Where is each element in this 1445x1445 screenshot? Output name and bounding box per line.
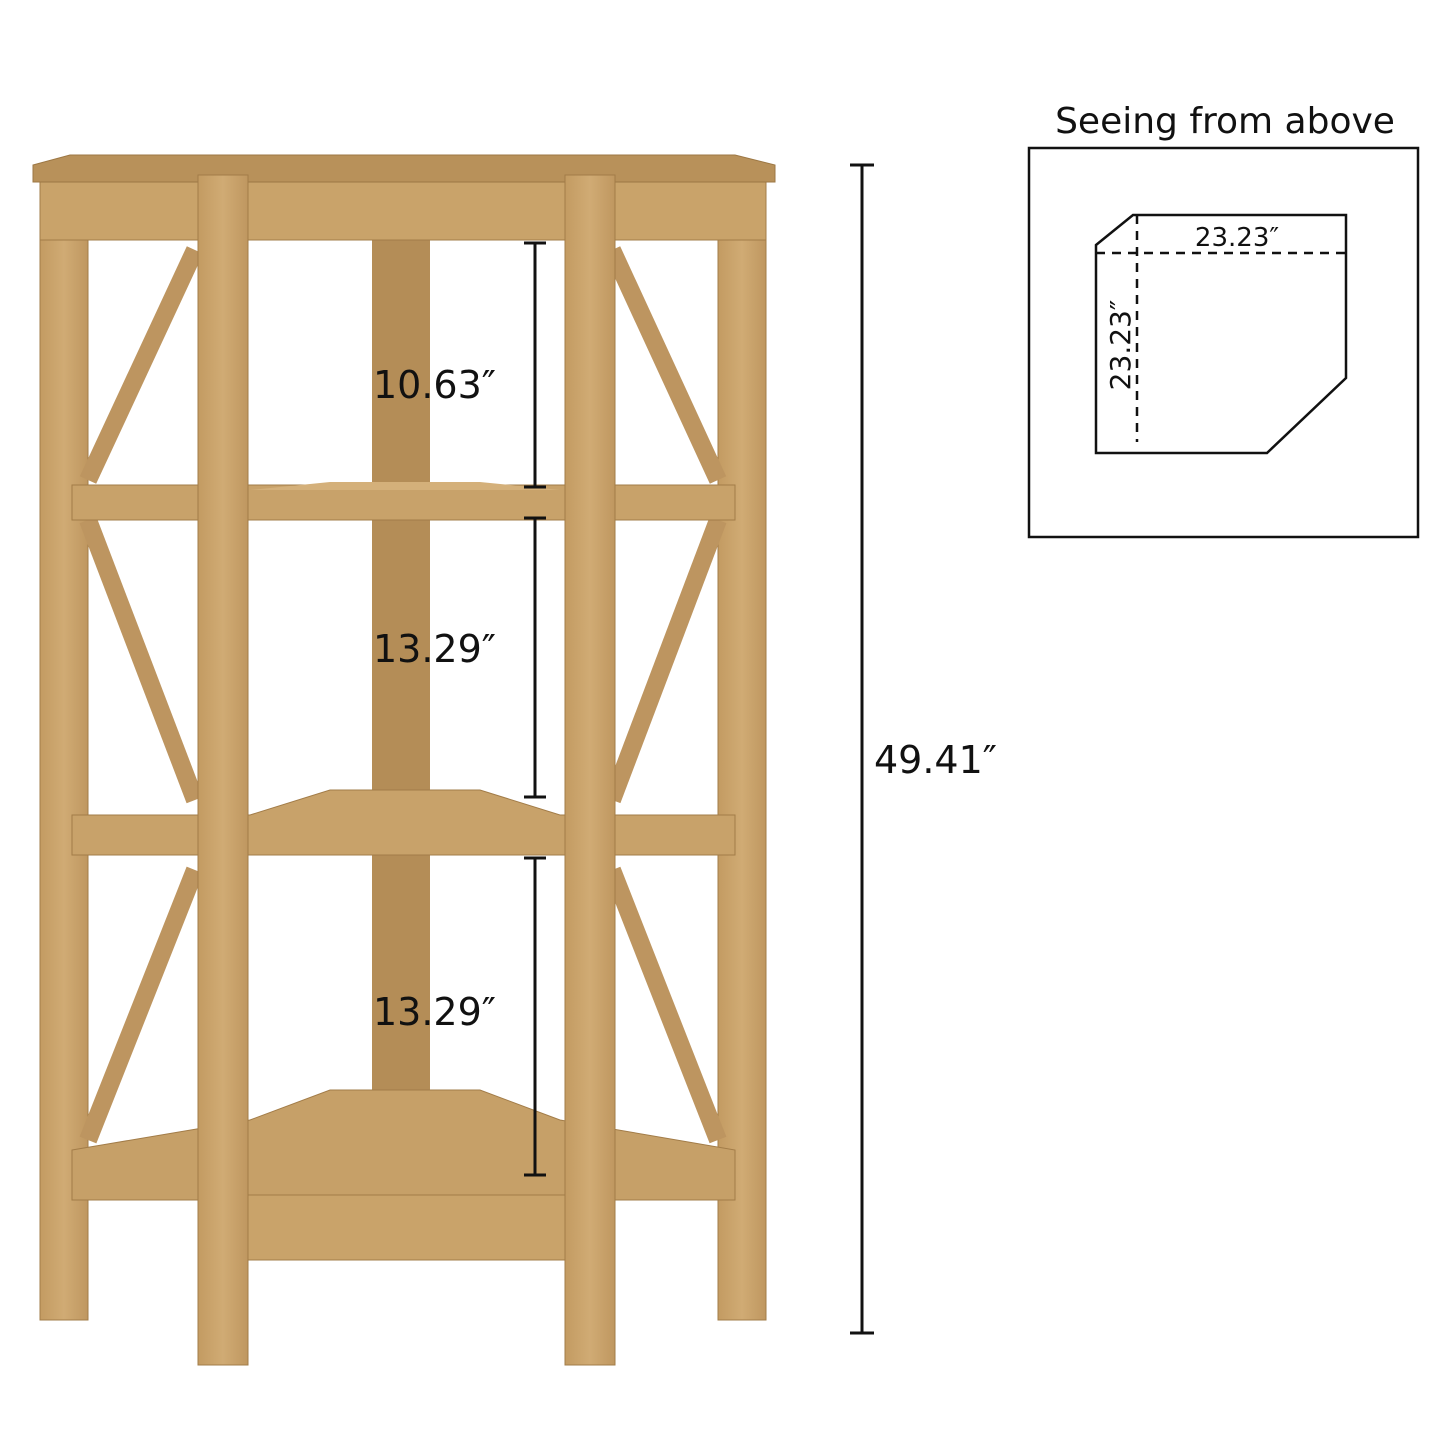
left-outer-leg [39,179,89,1321]
shelf-gap-2-label: 13.29″ [373,627,496,671]
tabletop [32,154,776,183]
top-view-width-label: 23.23″ [1195,223,1279,253]
shelf-2 [71,789,736,856]
dimension-lines [524,163,874,1335]
top-apron [39,179,767,241]
shelf-1 [71,482,736,521]
shelf-3 [71,1089,736,1201]
top-view-depth-label: 23.23″ [1104,300,1137,391]
top-view-outline [1094,213,1348,455]
front-left-leg [197,174,249,1366]
back-post [372,240,430,1100]
side-x-braces [79,246,727,1144]
bottom-apron [199,1194,611,1261]
corner-shelf-illustration [32,154,776,1366]
shelf-gap-3-label: 13.29″ [373,990,496,1034]
top-view-panel: Seeing from above 23.23″ 23.23″ [1027,101,1420,539]
top-view-title: Seeing from above [1055,101,1395,142]
shelf-gap-1-label: 10.63″ [373,363,496,407]
top-view-frame [1027,146,1420,539]
front-right-leg [564,174,616,1366]
total-height-label: 49.41″ [874,738,997,782]
